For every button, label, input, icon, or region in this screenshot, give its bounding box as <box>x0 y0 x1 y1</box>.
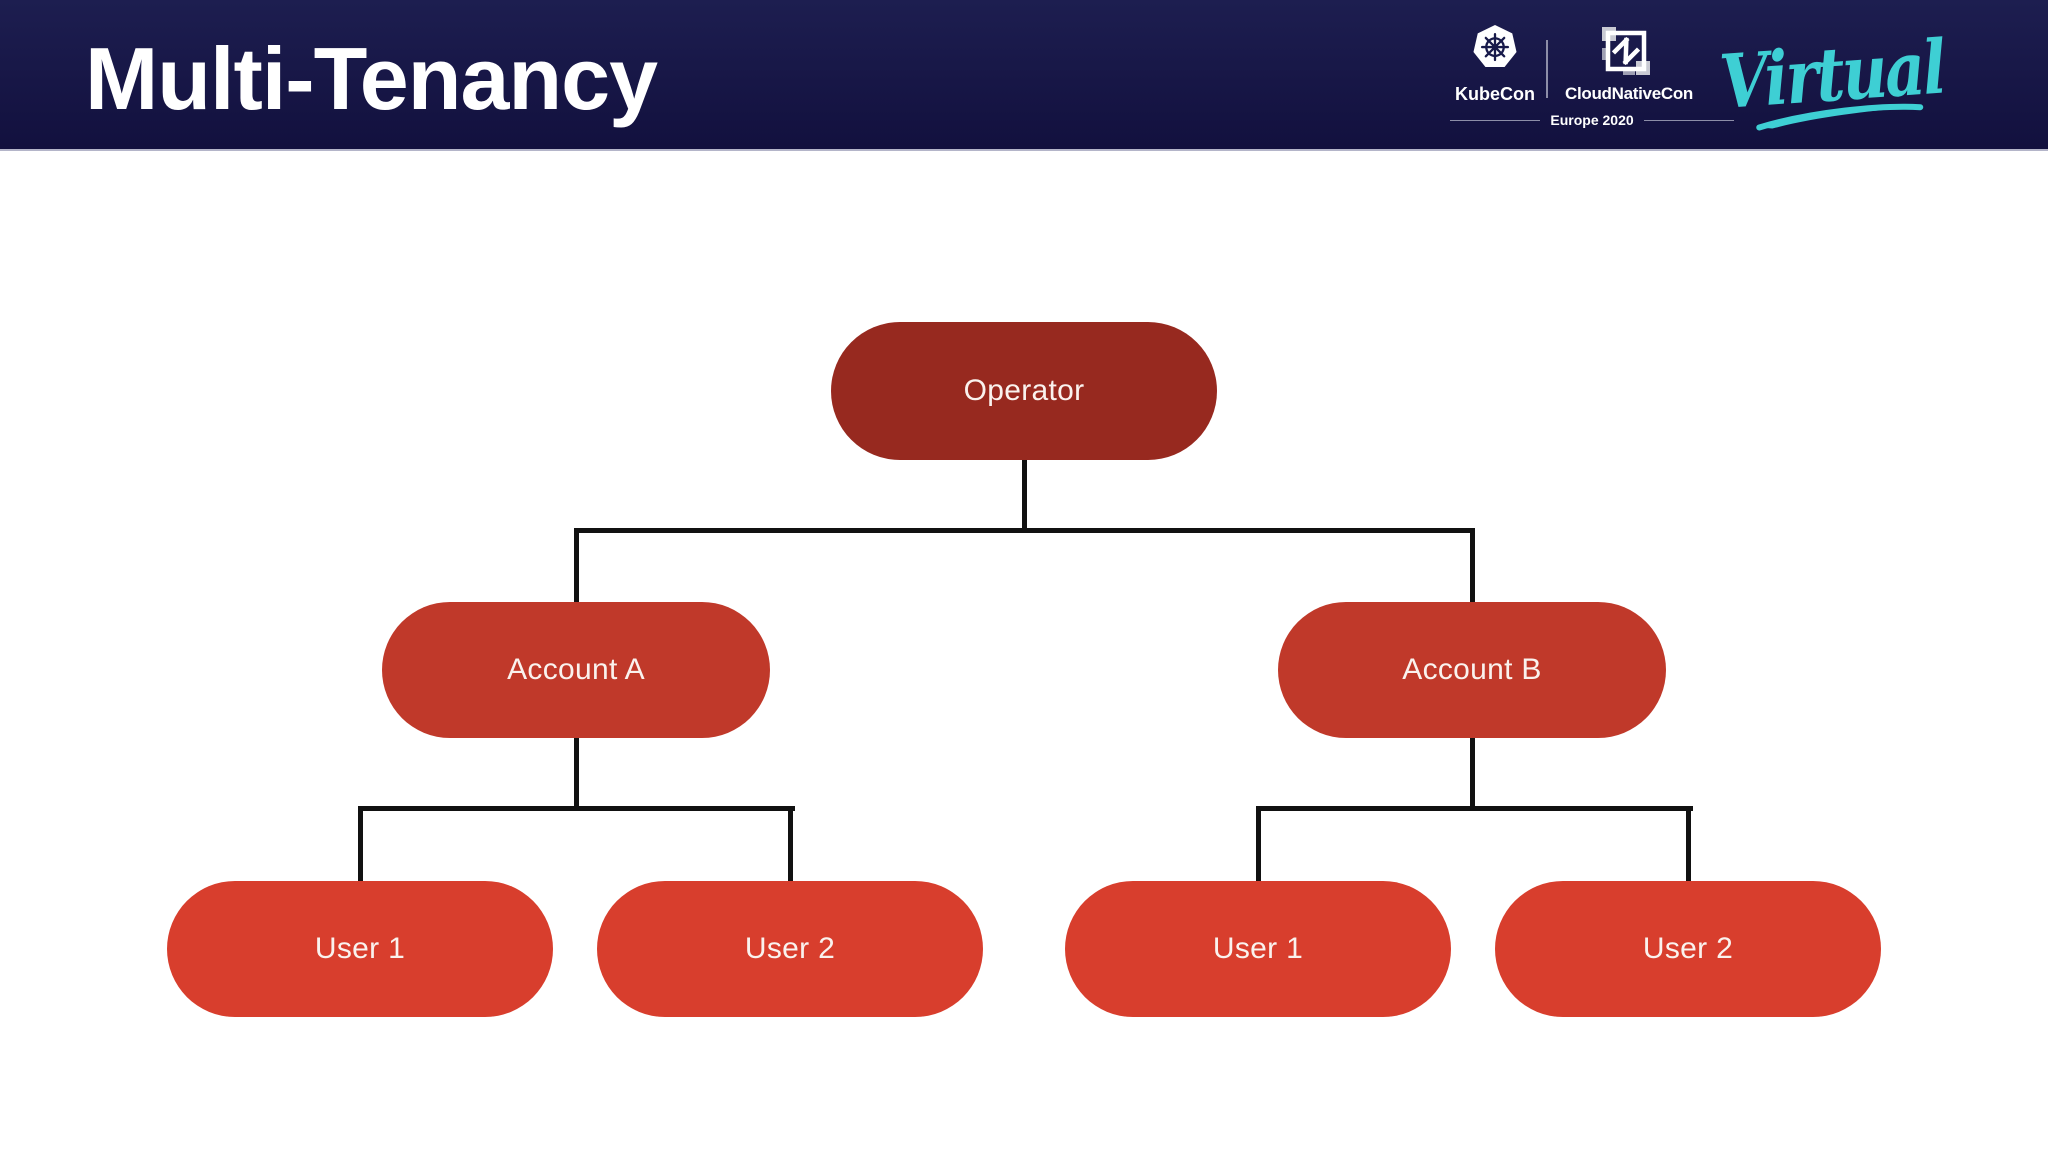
kubecon-logo-icon <box>1473 25 1517 67</box>
connector-user-b2-drop <box>1686 806 1691 881</box>
event-rule-left <box>1450 119 1541 121</box>
node-label: User 2 <box>1642 932 1734 965</box>
node-account-a: Account A <box>382 602 770 738</box>
page-title: Multi-Tenancy <box>85 29 658 128</box>
node-label: Operator <box>963 374 1085 407</box>
event-edition-label: Europe 2020 <box>1550 112 1634 128</box>
connector-account-a-down <box>574 738 579 809</box>
node-label: User 2 <box>744 932 836 965</box>
cloudnativecon-label: CloudNativeCon <box>1564 84 1694 103</box>
connector-tier2a-horizontal <box>358 806 795 811</box>
connector-tier1-horizontal <box>574 528 1475 533</box>
connector-user-b1-drop <box>1256 806 1261 881</box>
slide-header: Multi-Tenancy KubeCon CloudNative <box>0 0 2048 151</box>
node-account-a-user-2: User 2 <box>597 881 983 1017</box>
connector-account-b-down <box>1470 738 1475 809</box>
node-label: Account A <box>507 653 645 686</box>
virtual-wordmark: Virtual <box>1717 24 1948 131</box>
node-account-b-user-1: User 1 <box>1065 881 1451 1017</box>
kubecon-label: KubeCon <box>1455 84 1535 104</box>
node-account-a-user-1: User 1 <box>167 881 553 1017</box>
connector-account-a-drop <box>574 528 579 602</box>
diagram-canvas: Operator Account A Account B User 1 User… <box>0 151 2048 1152</box>
event-rule-right <box>1643 119 1735 121</box>
connector-user-a2-drop <box>788 806 793 881</box>
event-edition: Europe 2020 <box>1450 110 1735 130</box>
node-label: User 1 <box>314 932 406 965</box>
cloudnativecon-logo-icon <box>1602 27 1650 75</box>
connector-operator-down <box>1022 460 1027 531</box>
logo-divider <box>1546 40 1548 98</box>
node-label: User 1 <box>1212 932 1304 965</box>
connector-user-a1-drop <box>358 806 363 881</box>
node-operator: Operator <box>831 322 1217 460</box>
node-account-b-user-2: User 2 <box>1495 881 1881 1017</box>
connector-tier2b-horizontal <box>1256 806 1693 811</box>
node-label: Account B <box>1402 653 1542 686</box>
connector-account-b-drop <box>1470 528 1475 602</box>
node-account-b: Account B <box>1278 602 1666 738</box>
